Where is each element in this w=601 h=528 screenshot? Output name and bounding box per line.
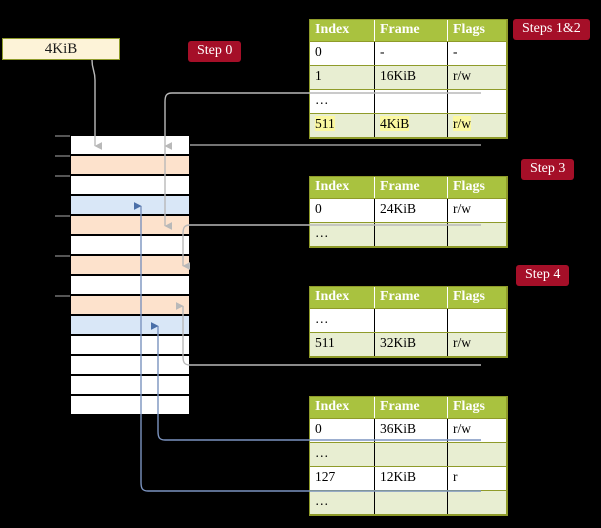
cell-index: 0: [310, 198, 375, 223]
column-header-frame: Frame: [374, 287, 448, 309]
memory-tick: [55, 155, 70, 157]
cell-frame: [374, 490, 448, 515]
column-header-index: Index: [310, 287, 375, 309]
cell-frame: 36KiB: [374, 418, 448, 443]
memory-tick: [55, 295, 70, 297]
cell-frame: 16KiB: [374, 65, 448, 90]
memory-frame-row: [70, 375, 190, 395]
cell-index: 511: [310, 332, 375, 357]
cell-flags: r/w: [447, 418, 507, 443]
cell-flags: [447, 222, 507, 247]
cell-frame: 24KiB: [374, 198, 448, 223]
cell-flags: [447, 308, 507, 333]
memory-frame-row: [70, 175, 190, 195]
memory-frame-row: [70, 295, 190, 315]
cell-frame: 32KiB: [374, 332, 448, 357]
cell-flags: -: [447, 41, 507, 66]
step-badge-step3: Step 3: [521, 159, 575, 181]
memory-frame-row: [70, 215, 190, 235]
column-header-flags: Flags: [447, 397, 507, 419]
column-header-flags: Flags: [447, 287, 507, 309]
cell-frame: -: [374, 41, 448, 66]
cell-index: 1: [310, 65, 375, 90]
cell-index: …: [310, 490, 375, 515]
column-header-index: Index: [310, 20, 375, 42]
cell-flags: r/w: [447, 332, 507, 357]
memory-frame-row: [70, 315, 190, 335]
cell-index: 511: [310, 113, 375, 138]
memory-frame-row: [70, 255, 190, 275]
cell-index: 0: [310, 418, 375, 443]
cell-index: …: [310, 222, 375, 247]
step-badge-steps12: Steps 1&2: [513, 19, 590, 41]
step-badge-step0: Step 0: [188, 41, 242, 63]
cell-flags: [447, 89, 507, 114]
table-row: …: [310, 89, 507, 114]
table-row: …: [310, 490, 507, 515]
cell-flags: r/w: [447, 65, 507, 90]
cell-frame: [374, 308, 448, 333]
cell-flags: [447, 442, 507, 467]
cell-frame: [374, 222, 448, 247]
memory-frame-row: [70, 335, 190, 355]
table-row: …: [310, 222, 507, 247]
column-header-frame: Frame: [374, 20, 448, 42]
cell-flags: r: [447, 466, 507, 491]
memory-frame-row: [70, 235, 190, 255]
column-header-flags: Flags: [447, 177, 507, 199]
column-header-flags: Flags: [447, 20, 507, 42]
memory-frame-row: [70, 355, 190, 375]
memory-tick: [55, 215, 70, 217]
table-row: 0--: [310, 41, 507, 66]
physical-memory-column: [70, 135, 190, 415]
wire-step0: [91, 59, 102, 150]
column-header-frame: Frame: [374, 177, 448, 199]
memory-frame-row: [70, 275, 190, 295]
memory-frame-row: [70, 195, 190, 215]
cell-index: 127: [310, 466, 375, 491]
cell-frame: 12KiB: [374, 466, 448, 491]
memory-tick: [55, 135, 70, 137]
cell-index: …: [310, 308, 375, 333]
table-row: …: [310, 442, 507, 467]
cell-frame: [374, 442, 448, 467]
memory-tick: [55, 255, 70, 257]
memory-frame-row: [70, 135, 190, 155]
column-header-index: Index: [310, 177, 375, 199]
cell-flags: [447, 490, 507, 515]
cell-index: …: [310, 89, 375, 114]
cell-frame: 4KiB: [374, 113, 448, 138]
virtual-page-box: 4KiB: [2, 38, 120, 60]
cell-frame: [374, 89, 448, 114]
memory-frame-row: [70, 155, 190, 175]
table-row: …: [310, 308, 507, 333]
cell-flags: r/w: [447, 113, 507, 138]
cell-index: 0: [310, 41, 375, 66]
column-header-frame: Frame: [374, 397, 448, 419]
cell-index: …: [310, 442, 375, 467]
cell-flags: r/w: [447, 198, 507, 223]
virtual-page-label: 4KiB: [44, 40, 78, 57]
column-header-index: Index: [310, 397, 375, 419]
memory-tick: [55, 175, 70, 177]
step-badge-step4: Step 4: [516, 265, 570, 287]
memory-frame-row: [70, 395, 190, 415]
